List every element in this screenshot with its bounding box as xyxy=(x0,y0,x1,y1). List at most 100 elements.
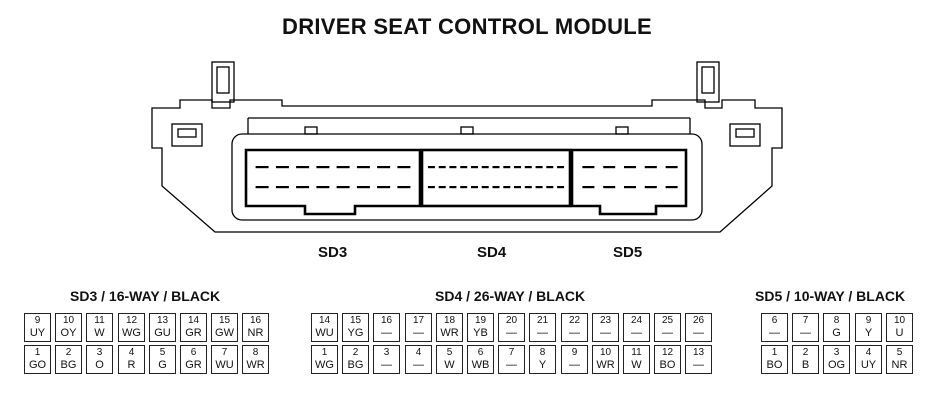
sd5-socket xyxy=(570,148,688,216)
wire-color-code: UY xyxy=(29,327,46,339)
wire-color-code: — xyxy=(381,359,392,371)
sd4-pin-mark xyxy=(471,186,478,189)
wire-color-code: W xyxy=(94,327,105,339)
pin-number: 15 xyxy=(349,315,362,326)
pin-number: 6 xyxy=(477,347,484,358)
sd5-pin-mark xyxy=(624,166,636,169)
pin-number: 24 xyxy=(630,315,643,326)
port-label-sd5: SD5 xyxy=(613,244,643,261)
sd4-pin-mark xyxy=(438,166,446,169)
port-label-sd3: SD3 xyxy=(318,244,348,261)
wire-color-code: GU xyxy=(154,327,171,339)
pin-number: 7 xyxy=(508,347,515,358)
sd4-pin-mark xyxy=(546,186,554,189)
pin-cell: 20— xyxy=(498,313,525,342)
sd5-pin-mark xyxy=(603,186,616,189)
pin-cell: 23— xyxy=(592,313,619,342)
pin-cell: 22— xyxy=(561,313,588,342)
pin-number: 13 xyxy=(692,347,705,358)
sd3-pin-mark xyxy=(356,166,370,169)
pin-number: 26 xyxy=(692,315,705,326)
pin-cell: 7— xyxy=(498,345,525,374)
wire-color-code: — xyxy=(569,327,580,339)
pin-number: 16 xyxy=(249,315,262,326)
sd3-socket xyxy=(244,148,422,216)
right-clip-tab xyxy=(696,61,720,103)
wire-color-code: — xyxy=(631,327,642,339)
wire-color-code: GR xyxy=(185,359,202,371)
wire-color-code: — xyxy=(769,327,780,339)
sd4-pin-mark xyxy=(514,166,521,169)
wire-color-code: GO xyxy=(28,359,47,371)
sd3-pin-mark xyxy=(336,166,350,169)
pin-number: 23 xyxy=(599,315,612,326)
pin-cell: 24— xyxy=(623,313,650,342)
wire-color-code: WB xyxy=(471,359,490,371)
sd4-pin-mark xyxy=(503,166,511,169)
wire-color-code: OG xyxy=(827,359,846,371)
sd4-connector-title: SD4 / 26-WAY / BLACK xyxy=(435,288,586,304)
pin-number: 8 xyxy=(252,347,259,358)
pin-cell: 9— xyxy=(561,345,588,374)
sd5-pin-mark xyxy=(624,186,636,189)
pin-number: 2 xyxy=(352,347,359,358)
sd5-pin-mark xyxy=(644,166,657,169)
wire-color-code: Y xyxy=(864,327,873,339)
pin-number: 4 xyxy=(415,347,422,358)
pin-number: 1 xyxy=(34,347,41,358)
wire-color-code: OY xyxy=(60,327,77,339)
wire-color-code: UY xyxy=(860,359,877,371)
pin-number: 2 xyxy=(802,347,809,358)
sd4-pin-mark xyxy=(460,186,468,189)
pin-cell: 17— xyxy=(405,313,432,342)
pin-number: 15 xyxy=(218,315,231,326)
wire-color-code: O xyxy=(95,359,104,371)
sd3-pin-mark xyxy=(397,186,411,189)
pin-number: 2 xyxy=(65,347,72,358)
sd5-pin-mark xyxy=(603,166,616,169)
pin-number: 25 xyxy=(661,315,674,326)
sd4-pin-mark xyxy=(514,186,521,189)
wire-color-code: WU xyxy=(315,327,334,339)
port-label-sd4: SD4 xyxy=(477,244,507,261)
pin-number: 11 xyxy=(631,347,642,358)
wire-color-code: — xyxy=(413,359,424,371)
pin-number: 1 xyxy=(321,347,328,358)
wire-color-code: WG xyxy=(122,327,141,339)
pin-number: 5 xyxy=(446,347,453,358)
pin-number: 3 xyxy=(833,347,840,358)
pin-cell: 26— xyxy=(685,313,712,342)
sd4-socket xyxy=(420,148,572,208)
sd4-pin-mark xyxy=(481,166,489,169)
wire-color-code: G xyxy=(158,359,167,371)
sd5-pin-mark xyxy=(665,186,678,189)
pin-number: 6 xyxy=(771,315,778,326)
sd4-pin-mark xyxy=(471,166,478,169)
wire-color-code: NR xyxy=(891,359,908,371)
pin-number: 16 xyxy=(380,315,393,326)
pin-cell: 7— xyxy=(792,313,819,342)
pin-number: 8 xyxy=(833,315,840,326)
sd4-pin-mark xyxy=(427,186,435,189)
wire-color-code: YG xyxy=(347,327,364,339)
